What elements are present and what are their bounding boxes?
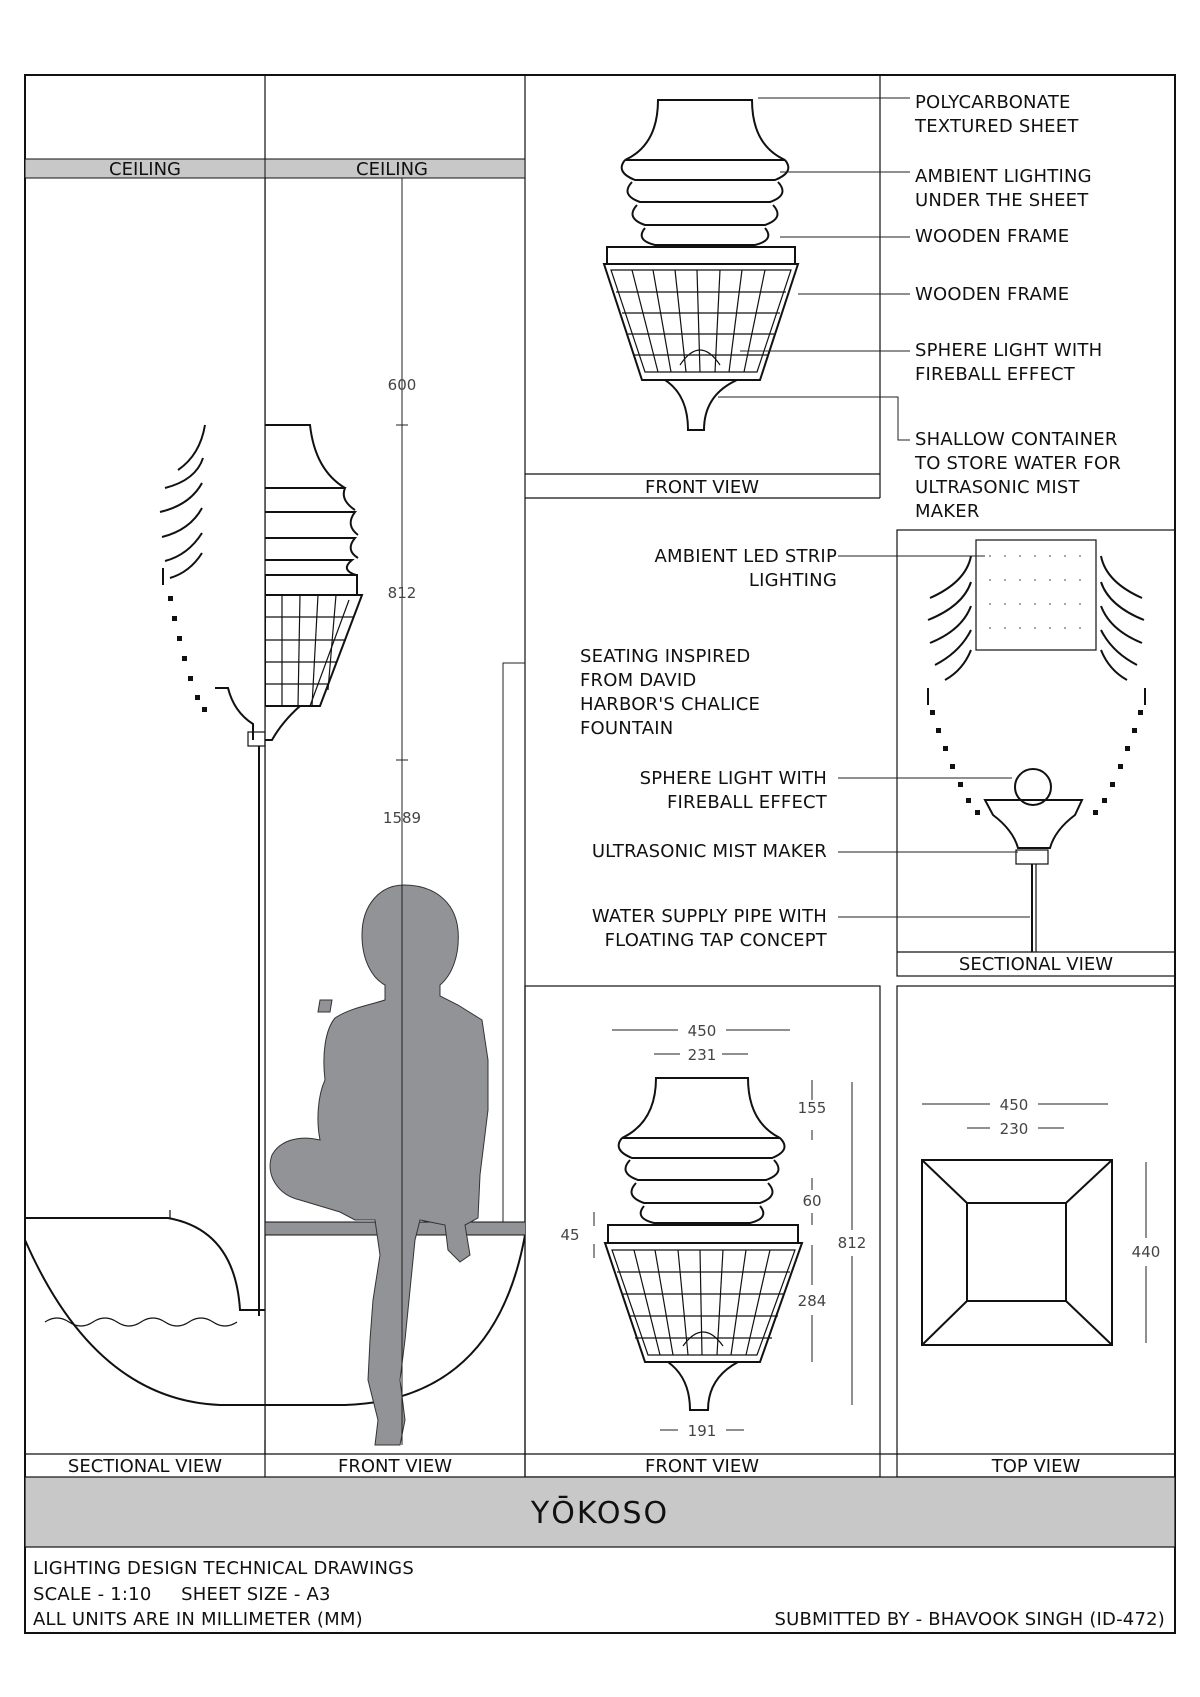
- ceiling-label: CEILING: [109, 159, 181, 180]
- front-dimensions: 450 231 155 60 45 812 284 191: [560, 1022, 866, 1440]
- svg-text:231: 231: [688, 1046, 717, 1064]
- svg-text:812: 812: [838, 1234, 867, 1252]
- svg-text:60: 60: [802, 1192, 821, 1210]
- svg-text:284: 284: [798, 1292, 827, 1310]
- svg-text:155: 155: [798, 1099, 827, 1117]
- top-dimension-lines: [922, 1103, 1147, 1343]
- front-callout-leaders: [718, 97, 910, 441]
- caption-front-left: FRONT VIEW: [338, 1456, 452, 1477]
- dim-812: 812: [388, 584, 417, 602]
- lamp-front-dimensioned: [603, 1077, 804, 1411]
- caption-sectional-left: SECTIONAL VIEW: [68, 1456, 222, 1477]
- front-dimension-lines: [593, 1029, 853, 1431]
- svg-text:ULTRASONIC MIST MAKER: ULTRASONIC MIST MAKER: [592, 841, 827, 862]
- svg-text:WOODEN FRAME: WOODEN FRAME: [915, 226, 1069, 247]
- project-title: YŌKOSO: [530, 1495, 669, 1531]
- person-silhouette: [269, 884, 489, 1446]
- title-band: YŌKOSO: [24, 1476, 1176, 1548]
- caption-front-top: FRONT VIEW: [645, 477, 759, 498]
- top-dimensions: 450 230 440: [1000, 1096, 1161, 1261]
- svg-text:45: 45: [560, 1226, 579, 1244]
- svg-text:191: 191: [688, 1422, 717, 1440]
- footer-line3: ALL UNITS ARE IN MILLIMETER (MM): [33, 1609, 363, 1630]
- footer-line1: LIGHTING DESIGN TECHNICAL DRAWINGS: [33, 1558, 414, 1579]
- caption-front-bottom: FRONT VIEW: [645, 1456, 759, 1477]
- lamp-sectional-view: [927, 539, 1146, 952]
- footer-submitted: SUBMITTED BY - BHAVOOK SINGH (ID-472): [775, 1609, 1166, 1630]
- elevation-dimensions: 600 812 1589: [383, 376, 421, 827]
- footer-info: LIGHTING DESIGN TECHNICAL DRAWINGS SCALE…: [33, 1558, 1165, 1630]
- svg-text:440: 440: [1132, 1243, 1161, 1261]
- caption-top-view: TOP VIEW: [991, 1456, 1081, 1477]
- svg-text:230: 230: [1000, 1120, 1029, 1138]
- svg-text:450: 450: [688, 1022, 717, 1040]
- lamp-front-view: [602, 99, 800, 431]
- lamp-top-view: [921, 1159, 1113, 1346]
- svg-text:450: 450: [1000, 1096, 1029, 1114]
- ceiling-band-right: CEILING: [264, 158, 526, 180]
- caption-sectional-right: SECTIONAL VIEW: [959, 954, 1113, 975]
- elevation-front: [265, 178, 525, 1454]
- ceiling-label: CEILING: [356, 159, 428, 180]
- dim-600: 600: [388, 376, 417, 394]
- svg-text:WOODEN FRAME: WOODEN FRAME: [915, 284, 1069, 305]
- footer-line2: SCALE - 1:10 SHEET SIZE - A3: [33, 1584, 331, 1605]
- elevation-sectional: [25, 424, 265, 1454]
- dim-1589: 1589: [383, 809, 421, 827]
- section-callout-leaders: [838, 555, 1030, 918]
- ceiling-band-left: CEILING: [24, 158, 266, 180]
